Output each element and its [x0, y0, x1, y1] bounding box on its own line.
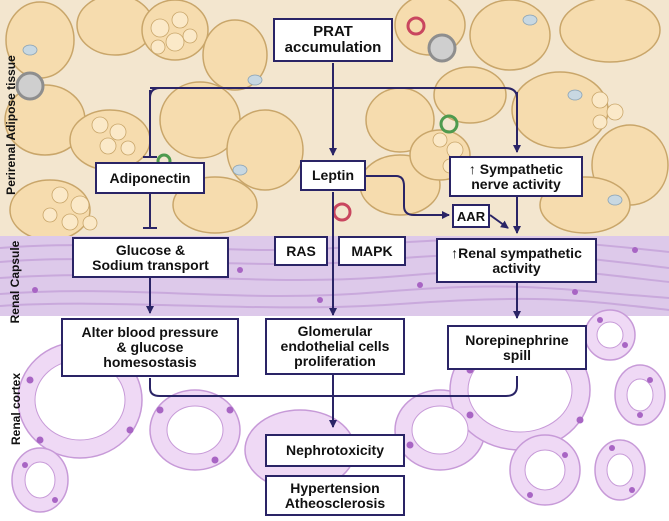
box-adiponectin: Adiponectin [95, 162, 205, 194]
adipocyte-cells [4, 0, 669, 241]
box-glomerular-proliferation: Glomerular endothelial cells proliferati… [265, 318, 405, 375]
box-mapk: MAPK [338, 236, 406, 266]
box-renal-sympathetic-activity: ↑Renal sympathetic activity [436, 238, 597, 283]
blood-vessels [15, 16, 459, 222]
label-perirenal-adipose: Perirenal Adipose tissue [4, 55, 18, 195]
box-leptin: Leptin [300, 160, 366, 191]
box-sympathetic-nerve-activity: ↑ Sympathetic nerve activity [449, 156, 583, 197]
label-renal-cortex: Renal cortex [9, 372, 23, 446]
box-hypertension-atherosclerosis: Hypertension Atheosclerosis [265, 475, 405, 516]
box-glucose-sodium-transport: Glucose & Sodium transport [72, 237, 229, 278]
box-aar: AAR [452, 204, 490, 228]
label-renal-capsule: Renal Capsule [8, 240, 22, 324]
fat-small-cells [42, 11, 624, 231]
box-nephrotoxicity: Nephrotoxicity [265, 434, 405, 467]
box-norepinephrine-spill: Norepinephrine spill [447, 325, 587, 370]
box-ras: RAS [274, 236, 328, 266]
box-alter-blood-pressure: Alter blood pressure & glucose homesosta… [61, 318, 239, 377]
box-prat-accumulation: PRAT accumulation [273, 18, 393, 62]
fat-nuclei [22, 14, 623, 206]
